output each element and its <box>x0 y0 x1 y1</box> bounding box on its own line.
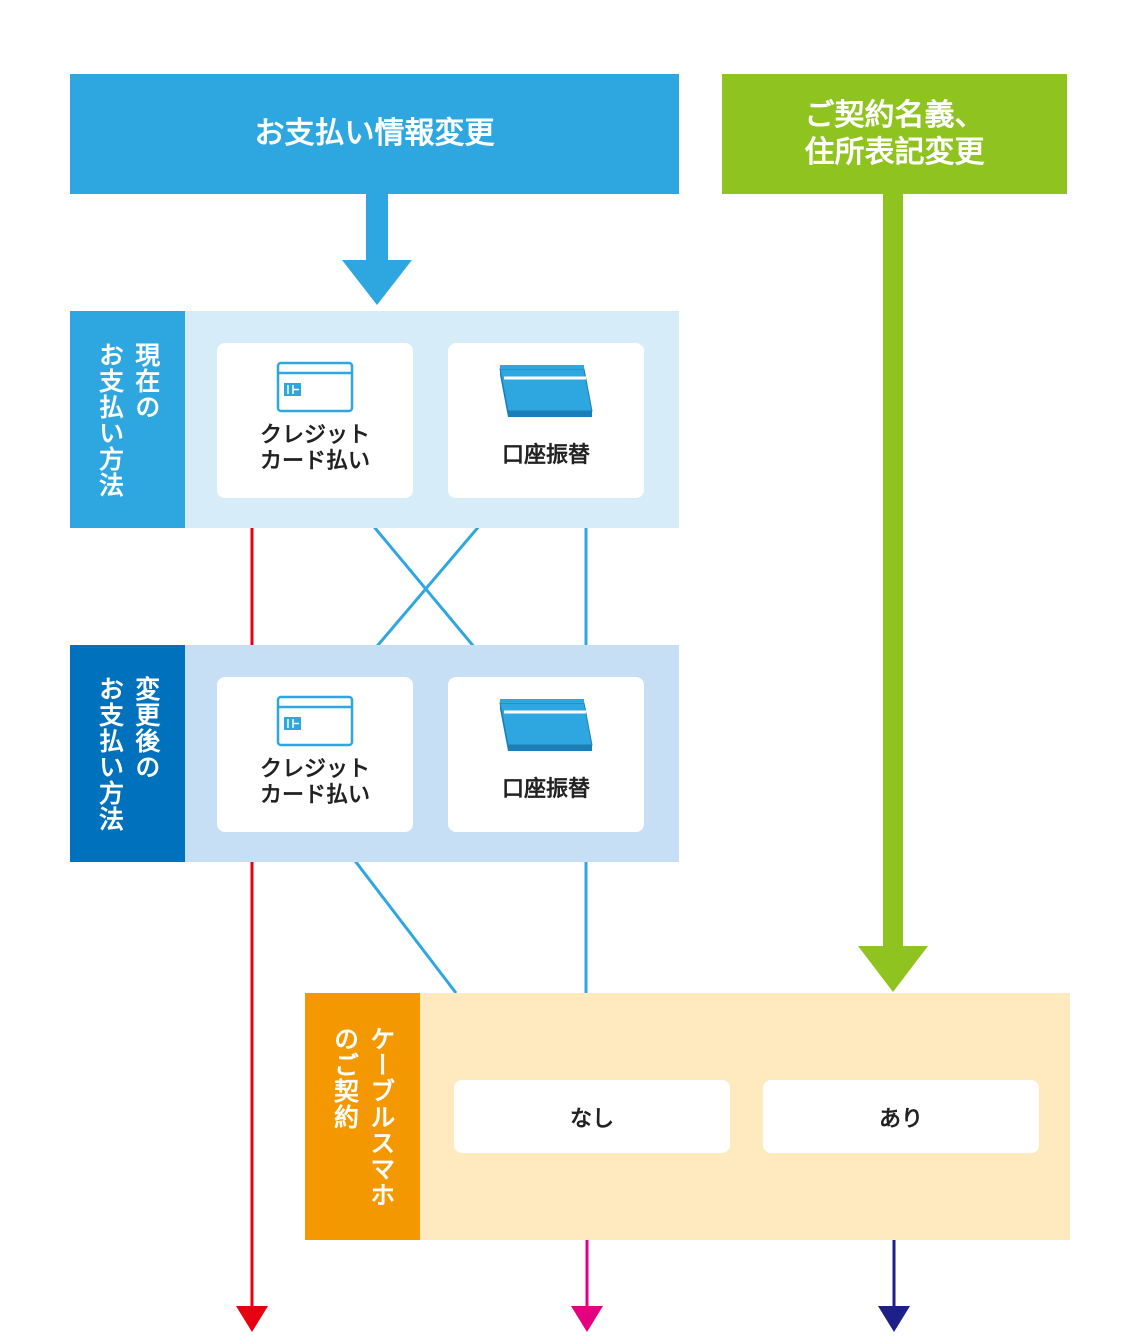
after-bank-transfer-label: 口座振替 <box>501 777 590 802</box>
contract-down-arrow-head <box>858 946 928 992</box>
payment-down-arrow-shaft <box>366 194 388 264</box>
payment-info-change-title: お支払い情報変更 <box>254 116 495 152</box>
cable-option-none-label: なし <box>569 1106 614 1132</box>
current-bank-transfer-option: 口座振替 <box>448 343 644 498</box>
bank-book-icon <box>499 365 593 417</box>
after-payment-label: 変更後の お支払い方法 <box>70 645 185 862</box>
current-credit-card-option: クレジット カード払い <box>217 343 413 498</box>
payment-down-arrow-head <box>342 260 412 305</box>
payment-info-change-header: お支払い情報変更 <box>70 74 679 194</box>
cable-option-yes: あり <box>763 1080 1039 1153</box>
after-credit-card-label: クレジット カード払い <box>259 757 370 809</box>
current-bank-transfer-label: 口座振替 <box>501 443 590 468</box>
contract-name-change-title: ご契約名義、 住所表記変更 <box>804 97 985 171</box>
cable-smartphone-label: ケーブルスマホ のご契約 <box>305 993 420 1240</box>
red-arrow-head <box>236 1306 268 1332</box>
after-bank-transfer-option: 口座振替 <box>448 677 644 832</box>
current-payment-label-text: 現在の お支払い方法 <box>95 341 161 498</box>
after-credit-card-option: クレジット カード払い <box>217 677 413 832</box>
current-payment-label: 現在の お支払い方法 <box>70 311 185 528</box>
contract-down-arrow-shaft <box>883 194 903 950</box>
contract-name-change-header: ご契約名義、 住所表記変更 <box>722 74 1067 194</box>
bank-book-icon <box>499 699 593 751</box>
navy-arrow-head <box>878 1306 910 1332</box>
cable-smartphone-label-text: ケーブルスマホ のご契約 <box>330 1025 396 1208</box>
current-credit-card-label: クレジット カード払い <box>259 423 370 475</box>
credit-card-icon <box>276 695 354 747</box>
after-payment-label-text: 変更後の お支払い方法 <box>95 675 161 832</box>
cable-option-yes-label: あり <box>878 1106 923 1132</box>
credit-card-icon <box>276 361 354 413</box>
magenta-arrow-head <box>571 1306 603 1332</box>
cable-option-none: なし <box>454 1080 730 1153</box>
